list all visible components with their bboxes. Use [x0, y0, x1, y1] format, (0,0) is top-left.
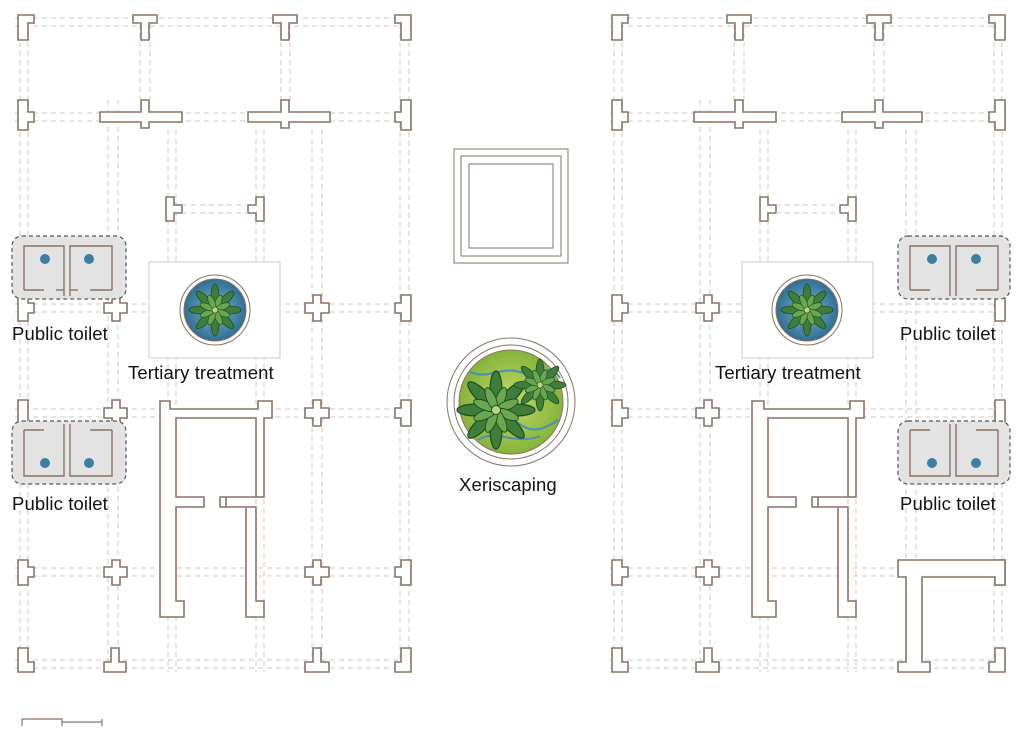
public-toilet-right-bottom: [897, 420, 1011, 485]
toilet-fixture-dot: [927, 254, 937, 264]
tertiary-treatment-right: [741, 261, 874, 359]
public-toilet-left-bottom: [11, 420, 127, 485]
label-public-toilet-right-bottom: Public toilet: [900, 493, 996, 514]
toilet-fixture-dot: [40, 254, 50, 264]
toilet-fixture-dot: [971, 254, 981, 264]
label-public-toilet-left-bottom: Public toilet: [12, 493, 108, 514]
label-xeriscaping: Xeriscaping: [459, 474, 557, 495]
scale-bar: [21, 718, 103, 726]
toilet-fixture-dot: [927, 458, 937, 468]
central-square-frame: [453, 148, 569, 264]
label-public-toilet-right-top: Public toilet: [900, 323, 996, 344]
label-public-toilet-left-top: Public toilet: [12, 323, 108, 344]
public-toilet-left-top: [11, 235, 127, 300]
room-walls: [159, 400, 1006, 673]
toilet-fixture-dot: [971, 458, 981, 468]
label-tertiary-treatment-right: Tertiary treatment: [715, 362, 861, 383]
succulent-plant-icon: [188, 283, 242, 337]
label-tertiary-treatment-left: Tertiary treatment: [128, 362, 274, 383]
public-toilet-right-top: [897, 235, 1011, 300]
succulent-plant-icon: [780, 283, 834, 337]
toilet-fixture-dot: [84, 458, 94, 468]
toilet-fixture-dot: [84, 254, 94, 264]
tertiary-treatment-left: [148, 261, 281, 359]
xeriscaping-garden: [446, 337, 576, 467]
succulent-plant-icon: [513, 358, 567, 412]
toilet-fixture-dot: [40, 458, 50, 468]
